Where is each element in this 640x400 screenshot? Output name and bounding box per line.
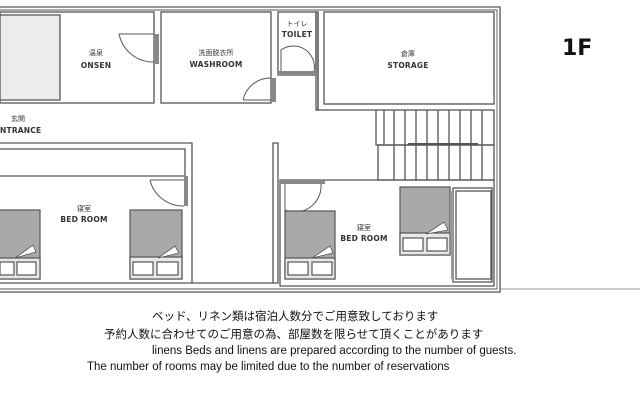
outer-wall [0,6,501,293]
storage-label-en: STORAGE [387,61,428,70]
floor-plan: 温泉 ONSEN 洗面脱衣所 WASHROOM トイレ TOILET 倉庫 ST… [0,6,640,293]
entrance-label-en: ENTRANCE [0,126,41,135]
storage-room [323,11,495,105]
note-jp-line1: ベッド、リネン類は宿泊人数分でご用意致しております [152,309,439,323]
note-en-line1: linens Beds and linens are prepared acco… [152,345,517,357]
toilet-label-jp: トイレ [287,20,308,28]
entrance-label-jp: 玄関 [11,114,25,123]
stairs [375,109,495,181]
bedroom-right-label-en: BED ROOM [340,234,387,243]
bed-right-1 [284,210,336,280]
note-en-line2: The number of rooms may be limited due t… [87,361,450,373]
bed-left-2 [129,209,183,280]
bedroom-left-label-jp: 寝室 [77,204,91,213]
washroom-label-en: WASHROOM [189,60,242,69]
bedroom-right [279,179,495,287]
note-jp-line2: 予約人数に合わせてのご用意の為、部屋数を限らせて頂くことがあります [104,327,484,341]
bed-right-2 [399,186,451,256]
washroom-room [160,11,272,104]
onsen-label-en: ONSEN [81,61,111,70]
bedroom-left-label-en: BED ROOM [60,215,107,224]
floor-label: 1F [562,36,593,61]
closet [452,187,493,283]
bed-left-1 [0,209,41,280]
bedroom-right-label-jp: 寝室 [357,223,371,232]
onsen-label-jp: 温泉 [89,48,103,57]
storage-label-jp: 倉庫 [401,49,415,58]
washroom-label-jp: 洗面脱衣所 [199,48,234,57]
toilet-label-en: TOILET [282,30,313,39]
onsen-bath [0,14,61,101]
bedroom-left [0,142,193,284]
